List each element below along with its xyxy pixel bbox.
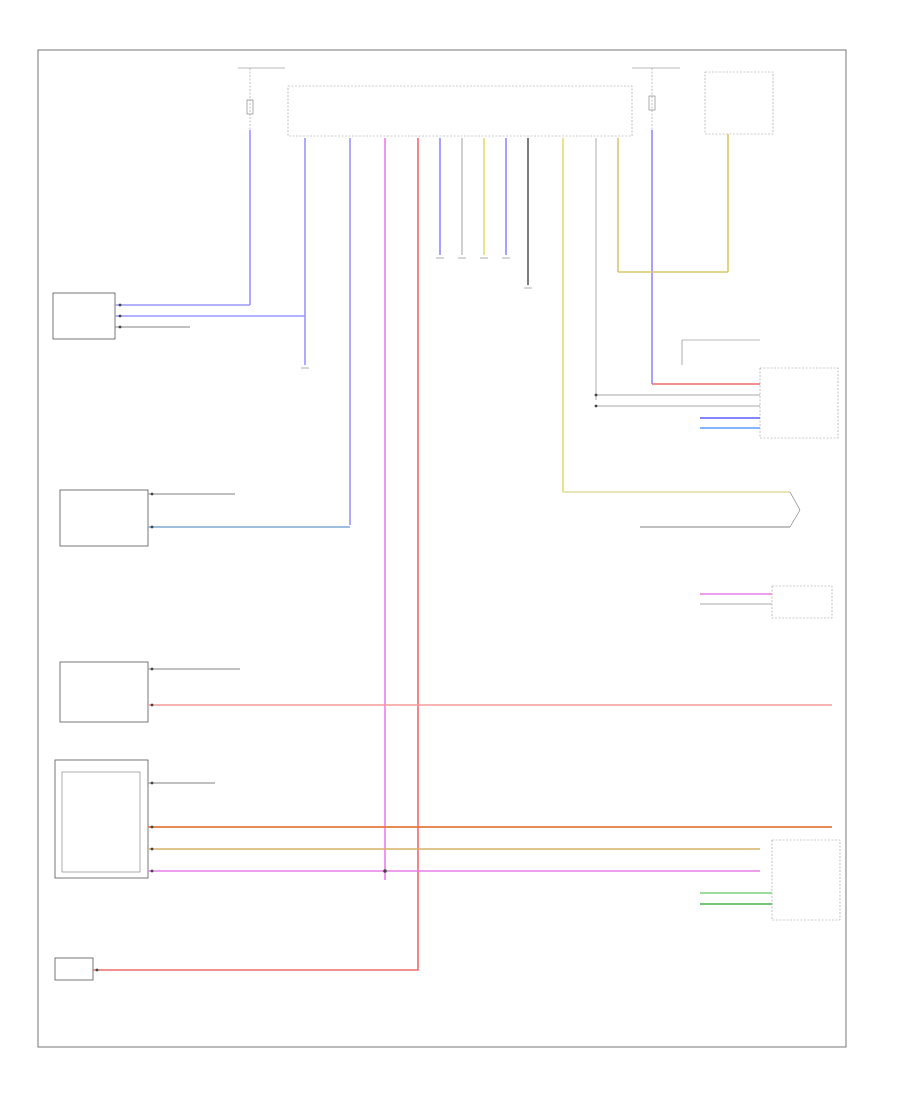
fuse-top-right (632, 67, 680, 130)
trailer-module (54, 957, 94, 981)
connector-points (95, 303, 598, 972)
brake-booster-module (771, 839, 841, 921)
brake-pedal-switch (54, 759, 149, 879)
fuse-top-left (238, 67, 285, 130)
battery-junction-box (704, 71, 774, 135)
body-control-module (287, 85, 633, 137)
instrument-cluster (771, 585, 833, 619)
wire-trailer (93, 968, 419, 971)
ground-symbol (301, 257, 532, 369)
steering-column-connector (681, 339, 839, 439)
headlamp-switch (52, 292, 116, 340)
right-headlamp (59, 661, 149, 723)
hazard-switch (789, 491, 801, 528)
left-headlamp (59, 489, 149, 547)
diagram-frame (37, 49, 847, 1048)
